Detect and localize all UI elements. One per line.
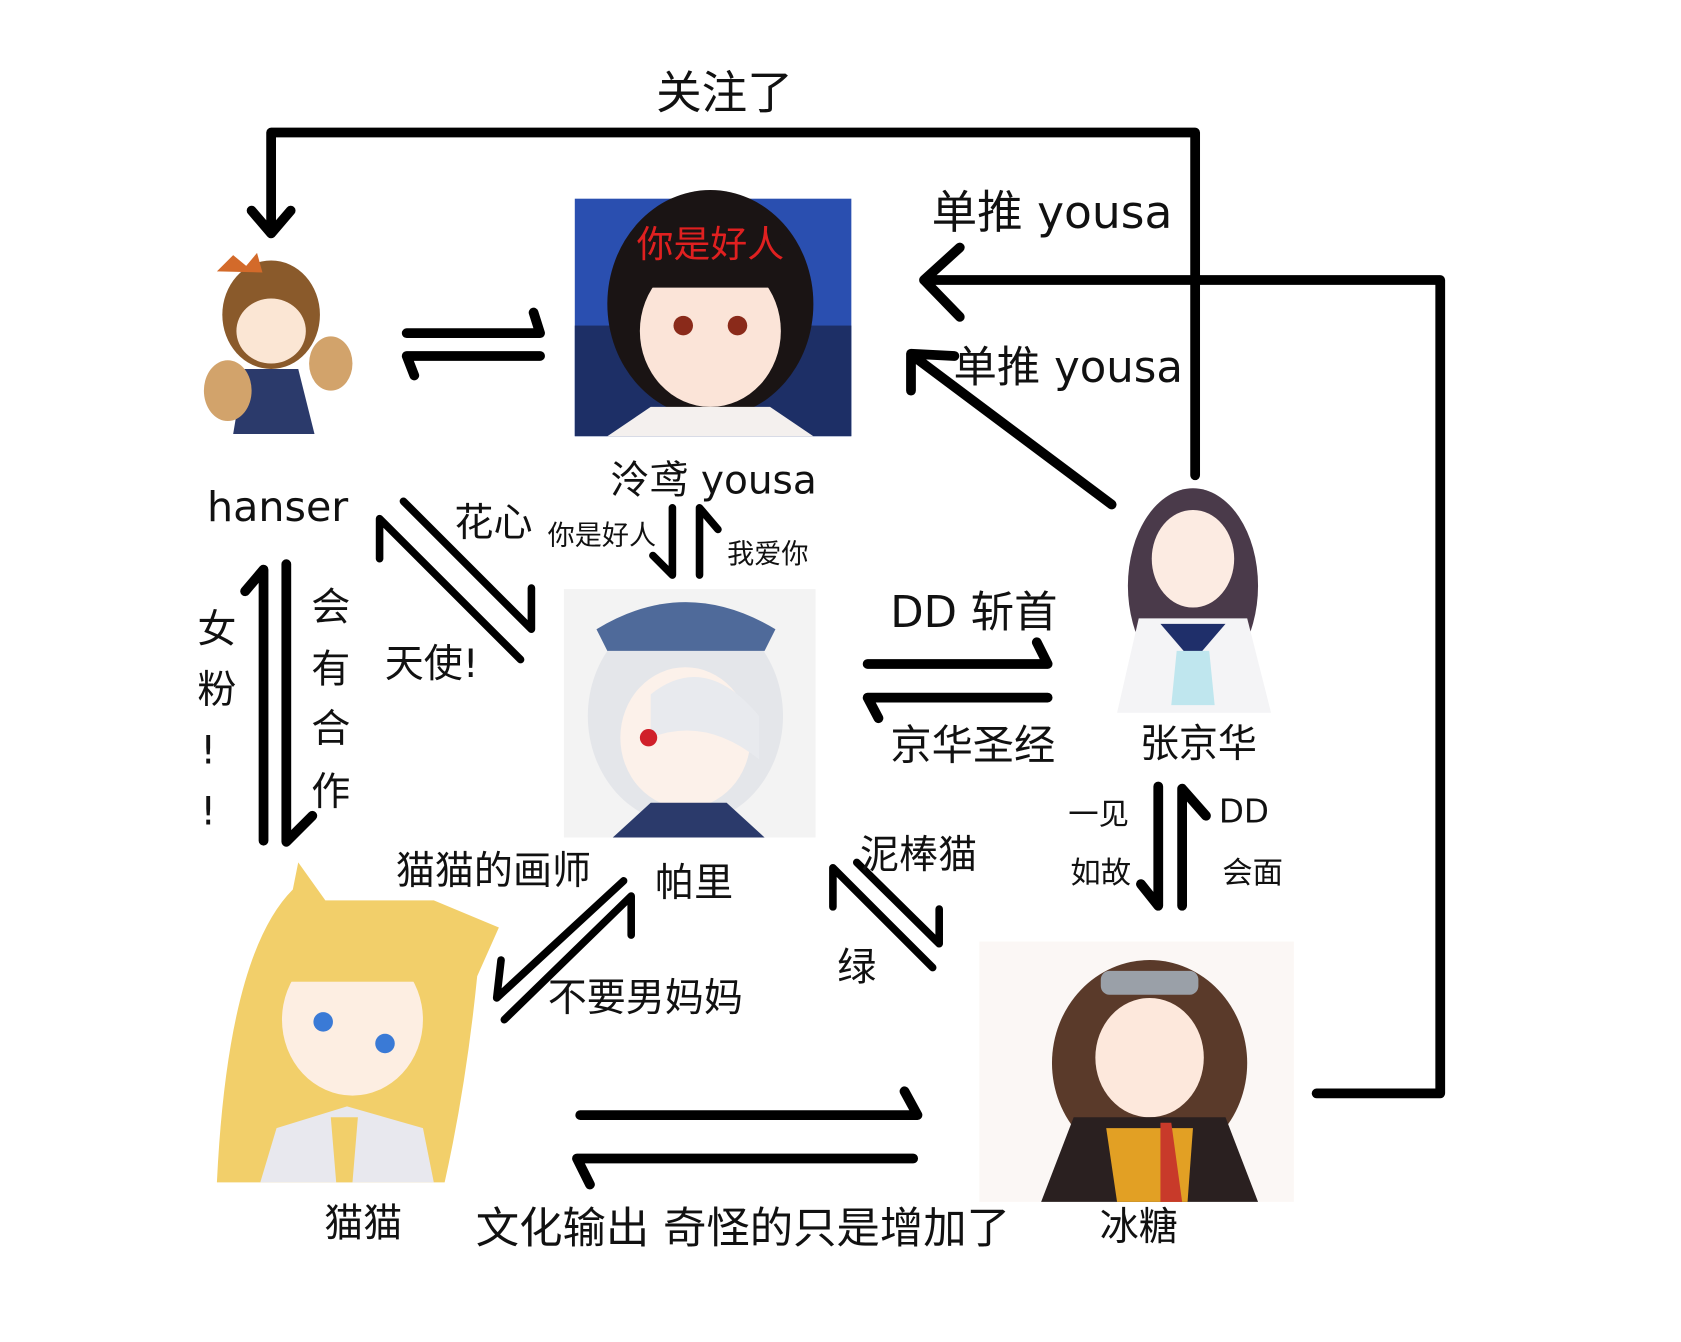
arrow-yousa-to-hanser bbox=[401, 351, 545, 381]
arrow-pali-to-bingtang bbox=[852, 858, 943, 948]
edge-label-maomao-to-hanser: 女 粉 ! ! bbox=[197, 607, 236, 834]
arrow-maomao-to-hanser bbox=[240, 564, 269, 846]
edge-label-zhang-to-pali: 京华圣经 bbox=[890, 721, 1055, 769]
arrow-bingtang-to-pali bbox=[829, 864, 937, 972]
edge-label-char: 合 bbox=[311, 707, 350, 752]
edge-label-maomao-bingtang: 文化输出 奇怪的只是增加了 bbox=[476, 1204, 1010, 1254]
edge-label-pali-to-zhang: DD 斩首 bbox=[890, 588, 1057, 638]
edge-label-bingtang-to-yousa: 单推 yousa bbox=[932, 186, 1173, 239]
edge-label-zhang-to-bingtang-2: 如故 bbox=[1070, 856, 1131, 891]
maomao-portrait bbox=[216, 862, 499, 1183]
pali-label: 帕里 bbox=[655, 861, 733, 906]
arrow-bingtang-to-yousa bbox=[919, 242, 1446, 1099]
arrow-maomao-to-bingtang bbox=[575, 1086, 923, 1120]
edge-label-pali-to-hanser: 天使! bbox=[385, 642, 479, 687]
arrow-bingtang-to-maomao bbox=[572, 1153, 919, 1190]
yousa-portrait: 你是好人 bbox=[574, 190, 852, 437]
bingtang-label: 冰糖 bbox=[1100, 1205, 1178, 1250]
pali-portrait bbox=[563, 589, 816, 838]
maomao-label: 猫猫 bbox=[324, 1202, 402, 1247]
arrow-zhang-to-bingtang bbox=[1136, 781, 1164, 911]
edge-label-bingtang-to-zhang-1: DD bbox=[1219, 792, 1269, 830]
arrow-zhang-to-pali bbox=[862, 692, 1053, 724]
edge-label-hanser-to-pali: 花心 bbox=[454, 501, 532, 546]
arrow-pali-to-yousa bbox=[695, 503, 722, 579]
arrow-hanser-to-maomao bbox=[281, 559, 318, 847]
arrow-zhang-to-yousa bbox=[906, 348, 1117, 510]
edge-label-maomao-to-pali: 猫猫的画师 bbox=[396, 849, 591, 894]
edge-label-bingtang-to-zhang-2: 会面 bbox=[1222, 856, 1283, 891]
arrow-hanser-to-yousa bbox=[401, 307, 545, 339]
edge-label-pali-to-maomao: 不要男妈妈 bbox=[548, 976, 743, 1021]
edge-label-char: 有 bbox=[311, 647, 350, 692]
edge-label-char: ! bbox=[200, 729, 216, 774]
edge-label-pali-to-bingtang: 绿 bbox=[837, 946, 876, 991]
edge-label-zhang-to-bingtang-1: 一见 bbox=[1068, 797, 1129, 832]
edge-label-yousa-to-pali: 你是好人 bbox=[548, 521, 656, 552]
zhangjinghua-label: 张京华 bbox=[1140, 722, 1257, 767]
arrow-maomao-to-pali bbox=[500, 892, 635, 1024]
edge-label-char: 作 bbox=[311, 770, 350, 815]
edge-label-hanser-to-maomao: 会 有 合 作 bbox=[311, 586, 350, 815]
edge-label-char: ! bbox=[200, 789, 216, 834]
edge-label-pali-to-yousa: 我爱你 bbox=[727, 539, 808, 570]
hanser-portrait bbox=[203, 252, 353, 435]
arrow-hanser-to-pali bbox=[399, 497, 536, 634]
edge-label-char: 会 bbox=[311, 586, 350, 631]
zhangjinghua-portrait bbox=[1117, 488, 1272, 713]
hanser-label: hanser bbox=[207, 483, 348, 531]
yousa-image-caption: 你是好人 bbox=[637, 223, 784, 266]
edge-label-char: 女 bbox=[197, 607, 236, 652]
arrow-pali-to-maomao bbox=[492, 877, 628, 1002]
arrow-zhang-to-hanser bbox=[246, 127, 1201, 481]
arrow-yousa-to-pali bbox=[649, 503, 677, 579]
arrow-bingtang-to-zhang bbox=[1177, 783, 1211, 911]
yousa-label: 泠鸢 yousa bbox=[610, 459, 816, 504]
edge-label-zhang-to-yousa: 单推 yousa bbox=[954, 343, 1183, 393]
arrow-pali-to-zhang bbox=[862, 637, 1053, 669]
edge-label-zhang-to-hanser: 关注了 bbox=[656, 67, 793, 120]
arrow-pali-to-hanser bbox=[375, 514, 525, 664]
edge-label-char: 粉 bbox=[197, 668, 236, 713]
edge-label-bingtang-to-pali: 泥棒猫 bbox=[860, 833, 977, 878]
bingtang-portrait bbox=[979, 941, 1294, 1202]
